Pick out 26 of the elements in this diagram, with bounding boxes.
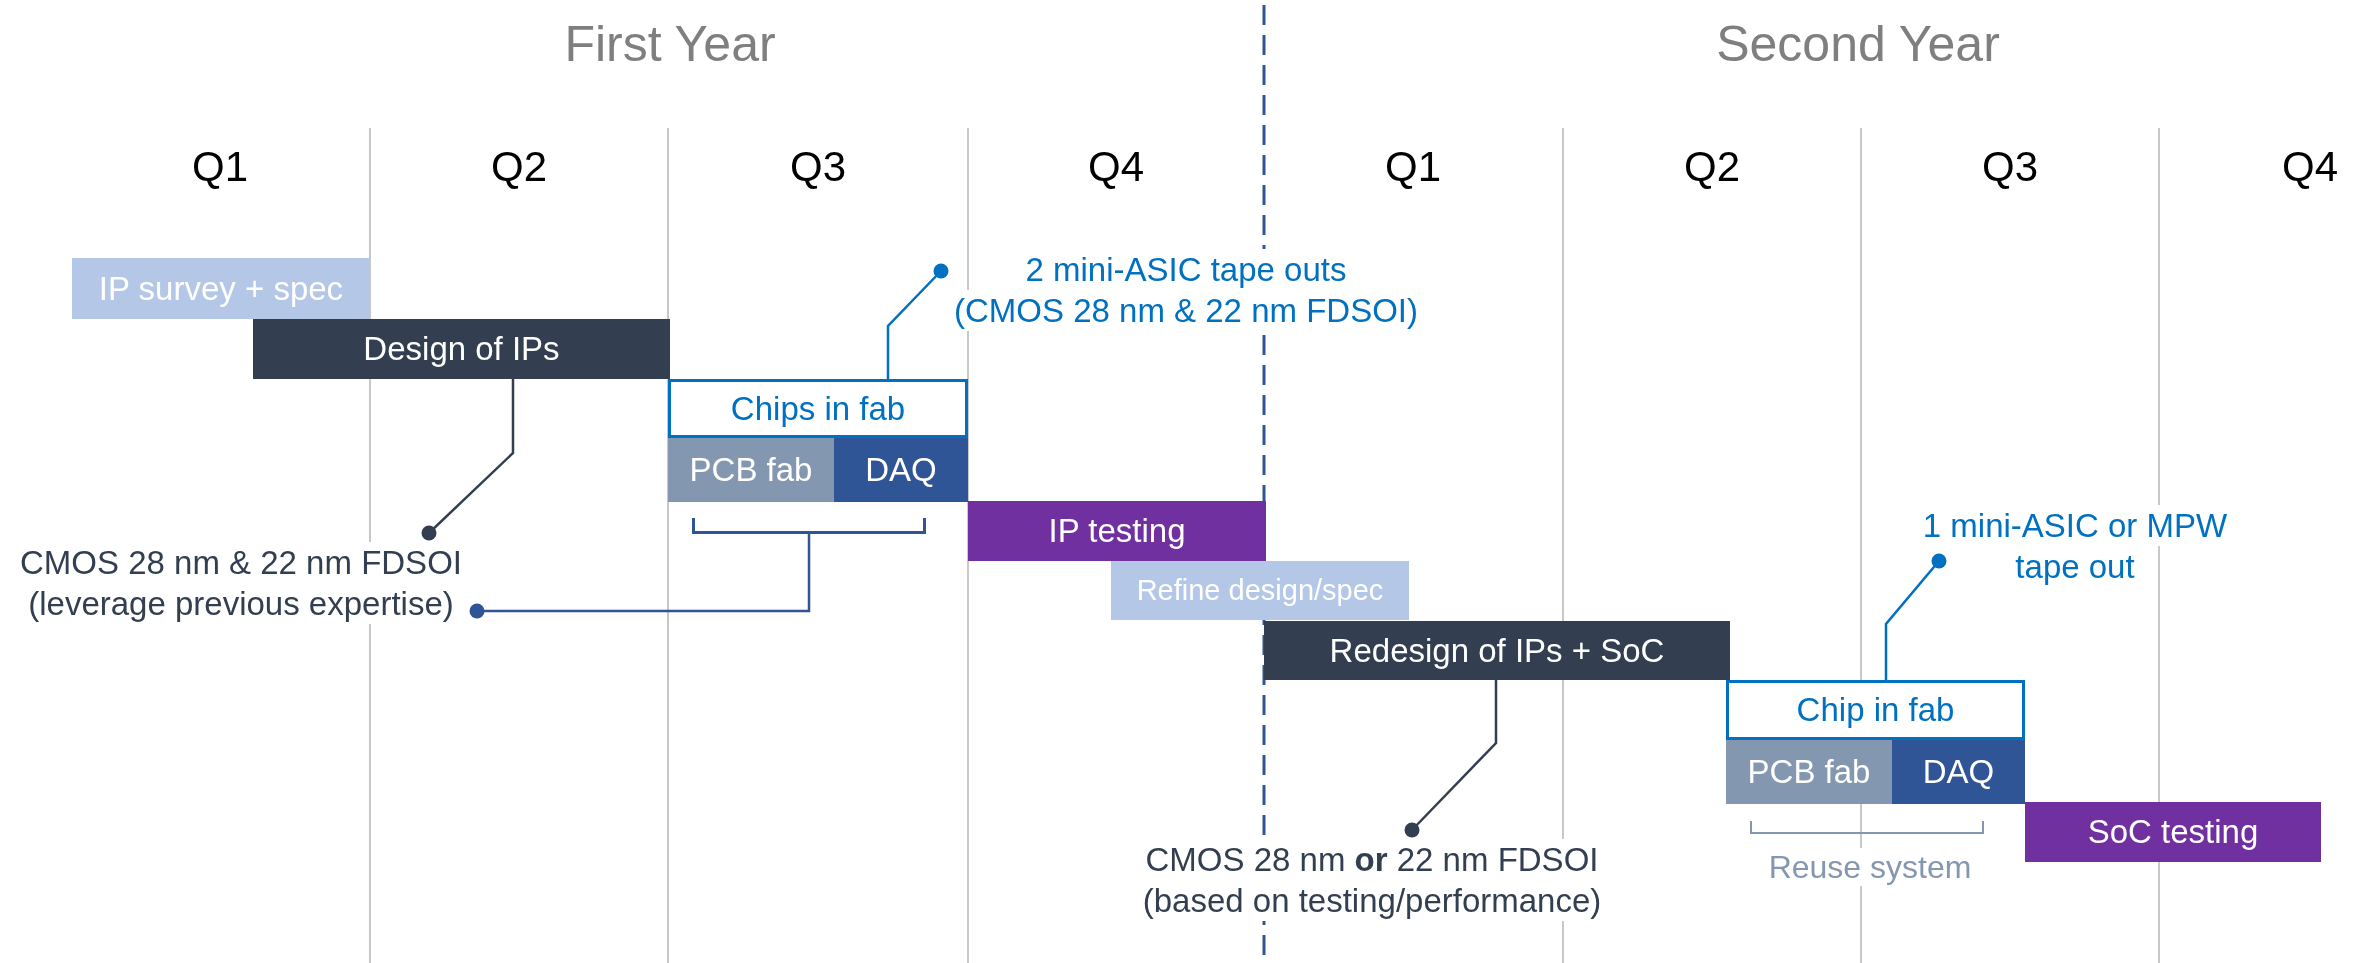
annotation-text: 2 mini-ASIC tape outs [1025,249,1347,290]
task-bar: DAQ [834,438,968,502]
bracket [692,518,926,534]
task-bar: Redesign of IPs + SoC [1264,621,1730,680]
task-bar: PCB fab [1726,740,1892,804]
annotation-text: CMOS 28 nm & 22 nm FDSOI [20,542,462,583]
task-bar: IP survey + spec [72,258,370,319]
annotation-text: (based on testing/performance) [1142,880,1602,921]
task-bar: SoC testing [2025,802,2321,862]
annotation-text: (leverage previous expertise) [28,583,454,624]
task-bar: DAQ [1892,740,2025,804]
annotation-text: 1 mini-ASIC or MPW [1922,505,2228,546]
annotation-text: CMOS 28 nm or 22 nm FDSOI [1145,839,1599,880]
leader-line [886,263,949,379]
milestone-box: Chip in fab [1726,680,2025,740]
leader-line [1404,680,1498,838]
annotation-text: (CMOS 28 nm & 22 nm FDSOI) [954,290,1418,331]
leader-line [421,379,515,541]
task-bar: Design of IPs [253,319,670,379]
task-bar: PCB fab [668,438,834,502]
leader-line [1884,553,1947,680]
leader-line [469,534,811,619]
task-bar: Refine design/spec [1111,561,1409,620]
task-bar: IP testing [968,501,1266,561]
bracket-label: Reuse system [1768,848,1972,887]
milestone-box: Chips in fab [668,379,968,438]
